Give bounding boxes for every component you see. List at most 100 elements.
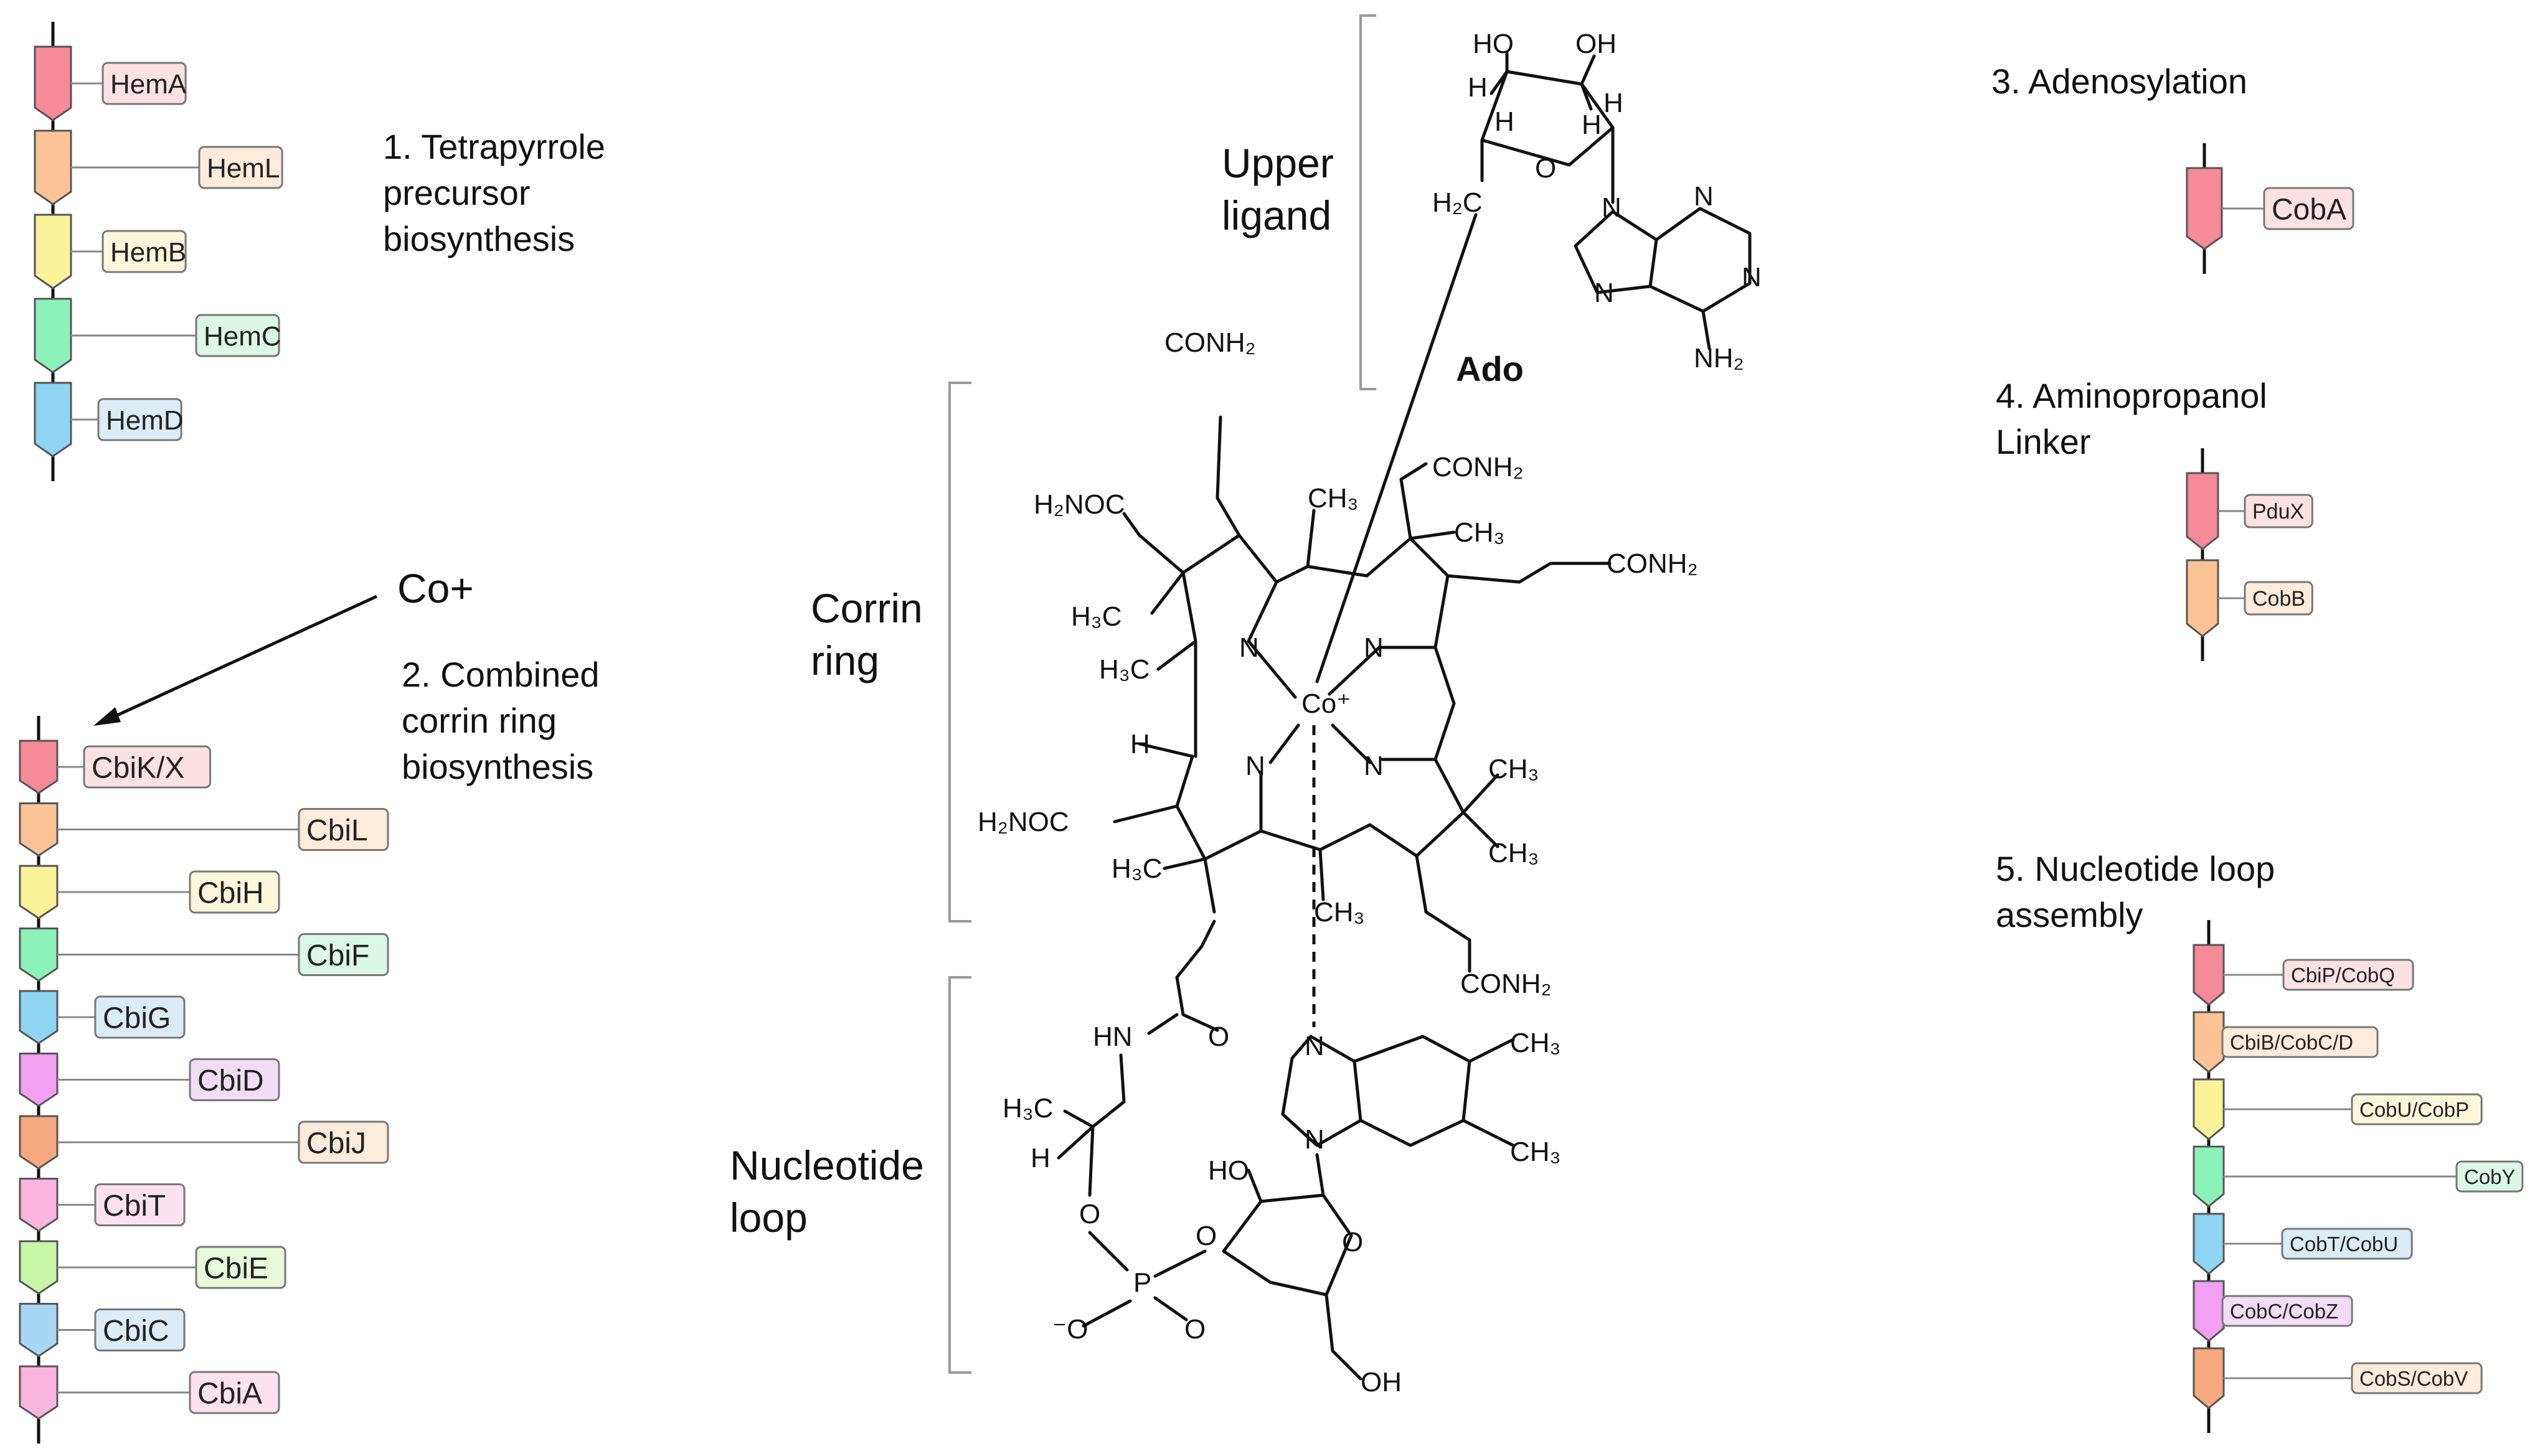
atom-ch3: CH₃ [1308, 483, 1358, 514]
gene-label-box [102, 62, 187, 105]
atom-o: O [1535, 153, 1556, 184]
adenosyl-ribose: HO OH H H H H O H₂C [1432, 29, 1623, 218]
gene-label-box [298, 808, 389, 851]
gene-arrow [2193, 1347, 2225, 1409]
atom-o: O [1208, 1022, 1229, 1052]
gene-label: HemB [110, 237, 186, 268]
gene-label-box [83, 745, 212, 789]
gene-arrow [2193, 1213, 2225, 1275]
gene-label-box [2244, 581, 2313, 616]
atom-n: N [1364, 632, 1384, 663]
adenine-base: N N N N NH₂ [1574, 181, 1762, 373]
cobalt-label: Co+ [397, 565, 474, 611]
ado-label: Ado [1456, 349, 1524, 388]
gene-label: HemD [106, 405, 184, 436]
gene-label: CbiF [306, 939, 369, 972]
atom-o: O [1079, 1199, 1100, 1229]
section-title-1: 1. Tetrapyrrole precursor biosynthesis [383, 127, 615, 258]
atom-n: N [1305, 1124, 1324, 1155]
gene-label-box [298, 1120, 389, 1164]
atom-h2noc: H₂NOC [1034, 489, 1125, 520]
gene-arrow [19, 928, 59, 982]
gene-label: CbiA [197, 1377, 262, 1410]
gene-label-box [2455, 1160, 2524, 1193]
gene-arrow [19, 990, 59, 1045]
gene-label: CbiK/X [92, 751, 184, 784]
atom-h3c: H₃C [1112, 853, 1162, 884]
gene-label: CobS/CobV [2359, 1367, 2468, 1390]
gene-group-adenosylation: CobA [2186, 143, 2354, 274]
atom-n: N [1305, 1031, 1324, 1061]
atom-ch3: CH₃ [1454, 517, 1504, 548]
atom-conh2: CONH₂ [1432, 452, 1524, 482]
gene-label: CbiG [103, 1002, 171, 1035]
section-title-3: 3. Adenosylation [1991, 62, 2247, 101]
atom-h: H [1582, 110, 1602, 140]
gene-arrow [19, 1303, 59, 1358]
gene-arrow [2193, 1145, 2225, 1208]
gene-arrow [19, 802, 59, 857]
atom-h: H [1494, 106, 1514, 137]
upper-ligand-bracket [1359, 14, 1376, 390]
atom-h3c: H₃C [1003, 1093, 1053, 1124]
gene-arrow [2186, 167, 2223, 250]
gene-label-box [2351, 1093, 2483, 1125]
atom-o-minus: ⁻O [1052, 1314, 1088, 1345]
atom-conh2: CONH₂ [1164, 327, 1256, 358]
atom-o: O [1184, 1314, 1206, 1345]
gene-label-box [189, 1371, 280, 1414]
gene-arrow [19, 1178, 59, 1233]
atom-n: N [1594, 278, 1614, 308]
atom-ch3: CH₃ [1510, 1028, 1560, 1058]
gene-label-box [2244, 494, 2313, 528]
gene-arrow [19, 1240, 59, 1295]
gene-label: HemA [110, 69, 187, 100]
atom-conh2: CONH₂ [1607, 548, 1698, 579]
gene-arrow [34, 382, 72, 458]
gene-group-corrin: CbiK/XCbiLCbiHCbiFCbiGCbiDCbiJCbiTCbiECb… [19, 716, 389, 1444]
gene-label-box [2221, 1026, 2379, 1058]
gene-label: CbiL [306, 814, 368, 847]
atom-hn: HN [1093, 1022, 1133, 1052]
atom-h: H [1031, 1143, 1050, 1173]
gene-label: CbiB/CobC/D [2230, 1031, 2353, 1054]
nucleotide-loop-structure: HN O H₃C H O P ⁻O O O HO O OH N N CH₃ CH… [1003, 919, 1560, 1397]
gene-label: CobB [2252, 587, 2305, 611]
gene-label: HemL [207, 153, 280, 184]
gene-arrow [34, 298, 72, 373]
atom-h2c: H₂C [1432, 187, 1483, 218]
atom-ch3: CH₃ [1488, 838, 1539, 868]
section-title-2: 2. Combined corrin ring biosynthesis [402, 655, 609, 786]
gene-label-box [195, 1246, 286, 1289]
atom-n: N [1245, 751, 1265, 781]
gene-label: CbiC [103, 1315, 169, 1348]
atom-oh: OH [1575, 29, 1617, 59]
gene-arrow [2193, 1011, 2225, 1073]
gene-label: CbiP/CobQ [2291, 964, 2395, 987]
atom-h3c: H₃C [1099, 654, 1150, 685]
gene-arrow [2193, 944, 2225, 1006]
gene-label: CbiE [204, 1252, 268, 1285]
gene-label-box [2351, 1362, 2483, 1394]
atom-h: H [1468, 72, 1488, 103]
gene-label-box [94, 1183, 186, 1226]
atom-conh2: CONH₂ [1460, 969, 1552, 999]
atom-ch3: CH₃ [1314, 897, 1364, 928]
atom-oh: OH [1361, 1367, 1402, 1397]
gene-label: CbiJ [306, 1127, 366, 1160]
gene-arrow [2193, 1280, 2225, 1342]
gene-label-box [198, 146, 283, 189]
atom-ho: HO [1208, 1155, 1249, 1186]
gene-arrow [19, 1053, 59, 1107]
gene-label-box [94, 1308, 186, 1351]
gene-label-box [102, 230, 187, 273]
gene-arrow [34, 214, 72, 289]
gene-arrow [19, 1115, 59, 1170]
co-carbon-bond [1315, 213, 1478, 683]
gene-label: CbiD [197, 1064, 264, 1097]
atom-h3c: H₃C [1071, 601, 1121, 632]
atom-ch3: CH₃ [1488, 754, 1539, 784]
gene-group-nucleotide-loop: CbiP/CobQCbiB/CobC/DCobU/CobPCobYCobT/Co… [2193, 920, 2524, 1433]
atom-n: N [1364, 751, 1384, 781]
